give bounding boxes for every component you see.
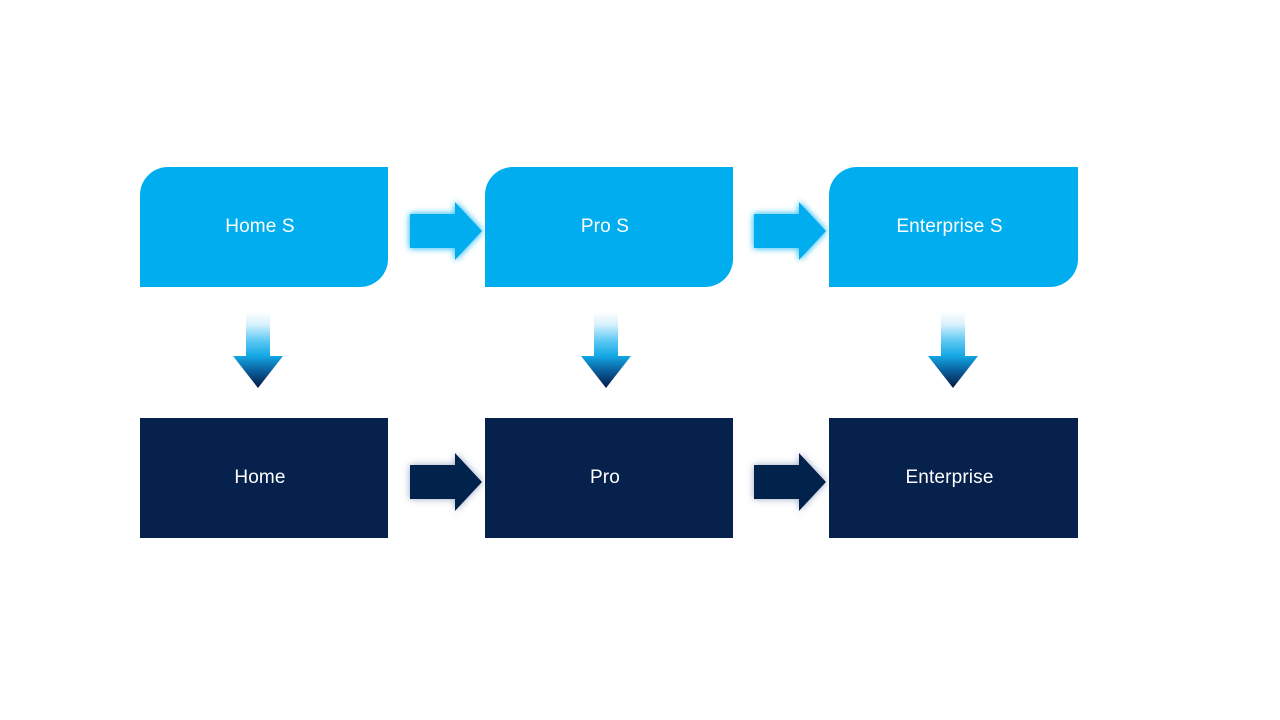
node-enterprise-label: Enterprise	[905, 466, 994, 488]
node-home[interactable]: Home	[140, 418, 388, 538]
arrow-right-icon-pro-s-to-enterprise-s[interactable]	[754, 202, 826, 260]
node-enterprise-s[interactable]: Enterprise S	[829, 167, 1078, 287]
node-home-s[interactable]: Home S	[140, 167, 388, 287]
node-pro-s-label: Pro S	[580, 215, 630, 237]
arrow-right-icon-home-to-pro[interactable]	[410, 453, 482, 511]
arrow-right-icon-pro-to-enterprise[interactable]	[754, 453, 826, 511]
node-home-label: Home	[234, 466, 286, 488]
arrow-down-icon-home-s-to-home[interactable]	[233, 312, 283, 388]
arrow-right-icon-home-s-to-pro-s[interactable]	[410, 202, 482, 260]
arrow-down-icon-pro-s-to-pro[interactable]	[581, 312, 631, 388]
node-enterprise-s-label: Enterprise S	[896, 215, 1003, 237]
node-pro-label: Pro	[589, 466, 621, 488]
node-enterprise[interactable]: Enterprise	[829, 418, 1078, 538]
node-pro-s[interactable]: Pro S	[485, 167, 733, 287]
node-home-s-label: Home S	[225, 215, 295, 237]
arrow-down-icon-enterprise-s-to-enterprise[interactable]	[928, 312, 978, 388]
node-pro[interactable]: Pro	[485, 418, 733, 538]
